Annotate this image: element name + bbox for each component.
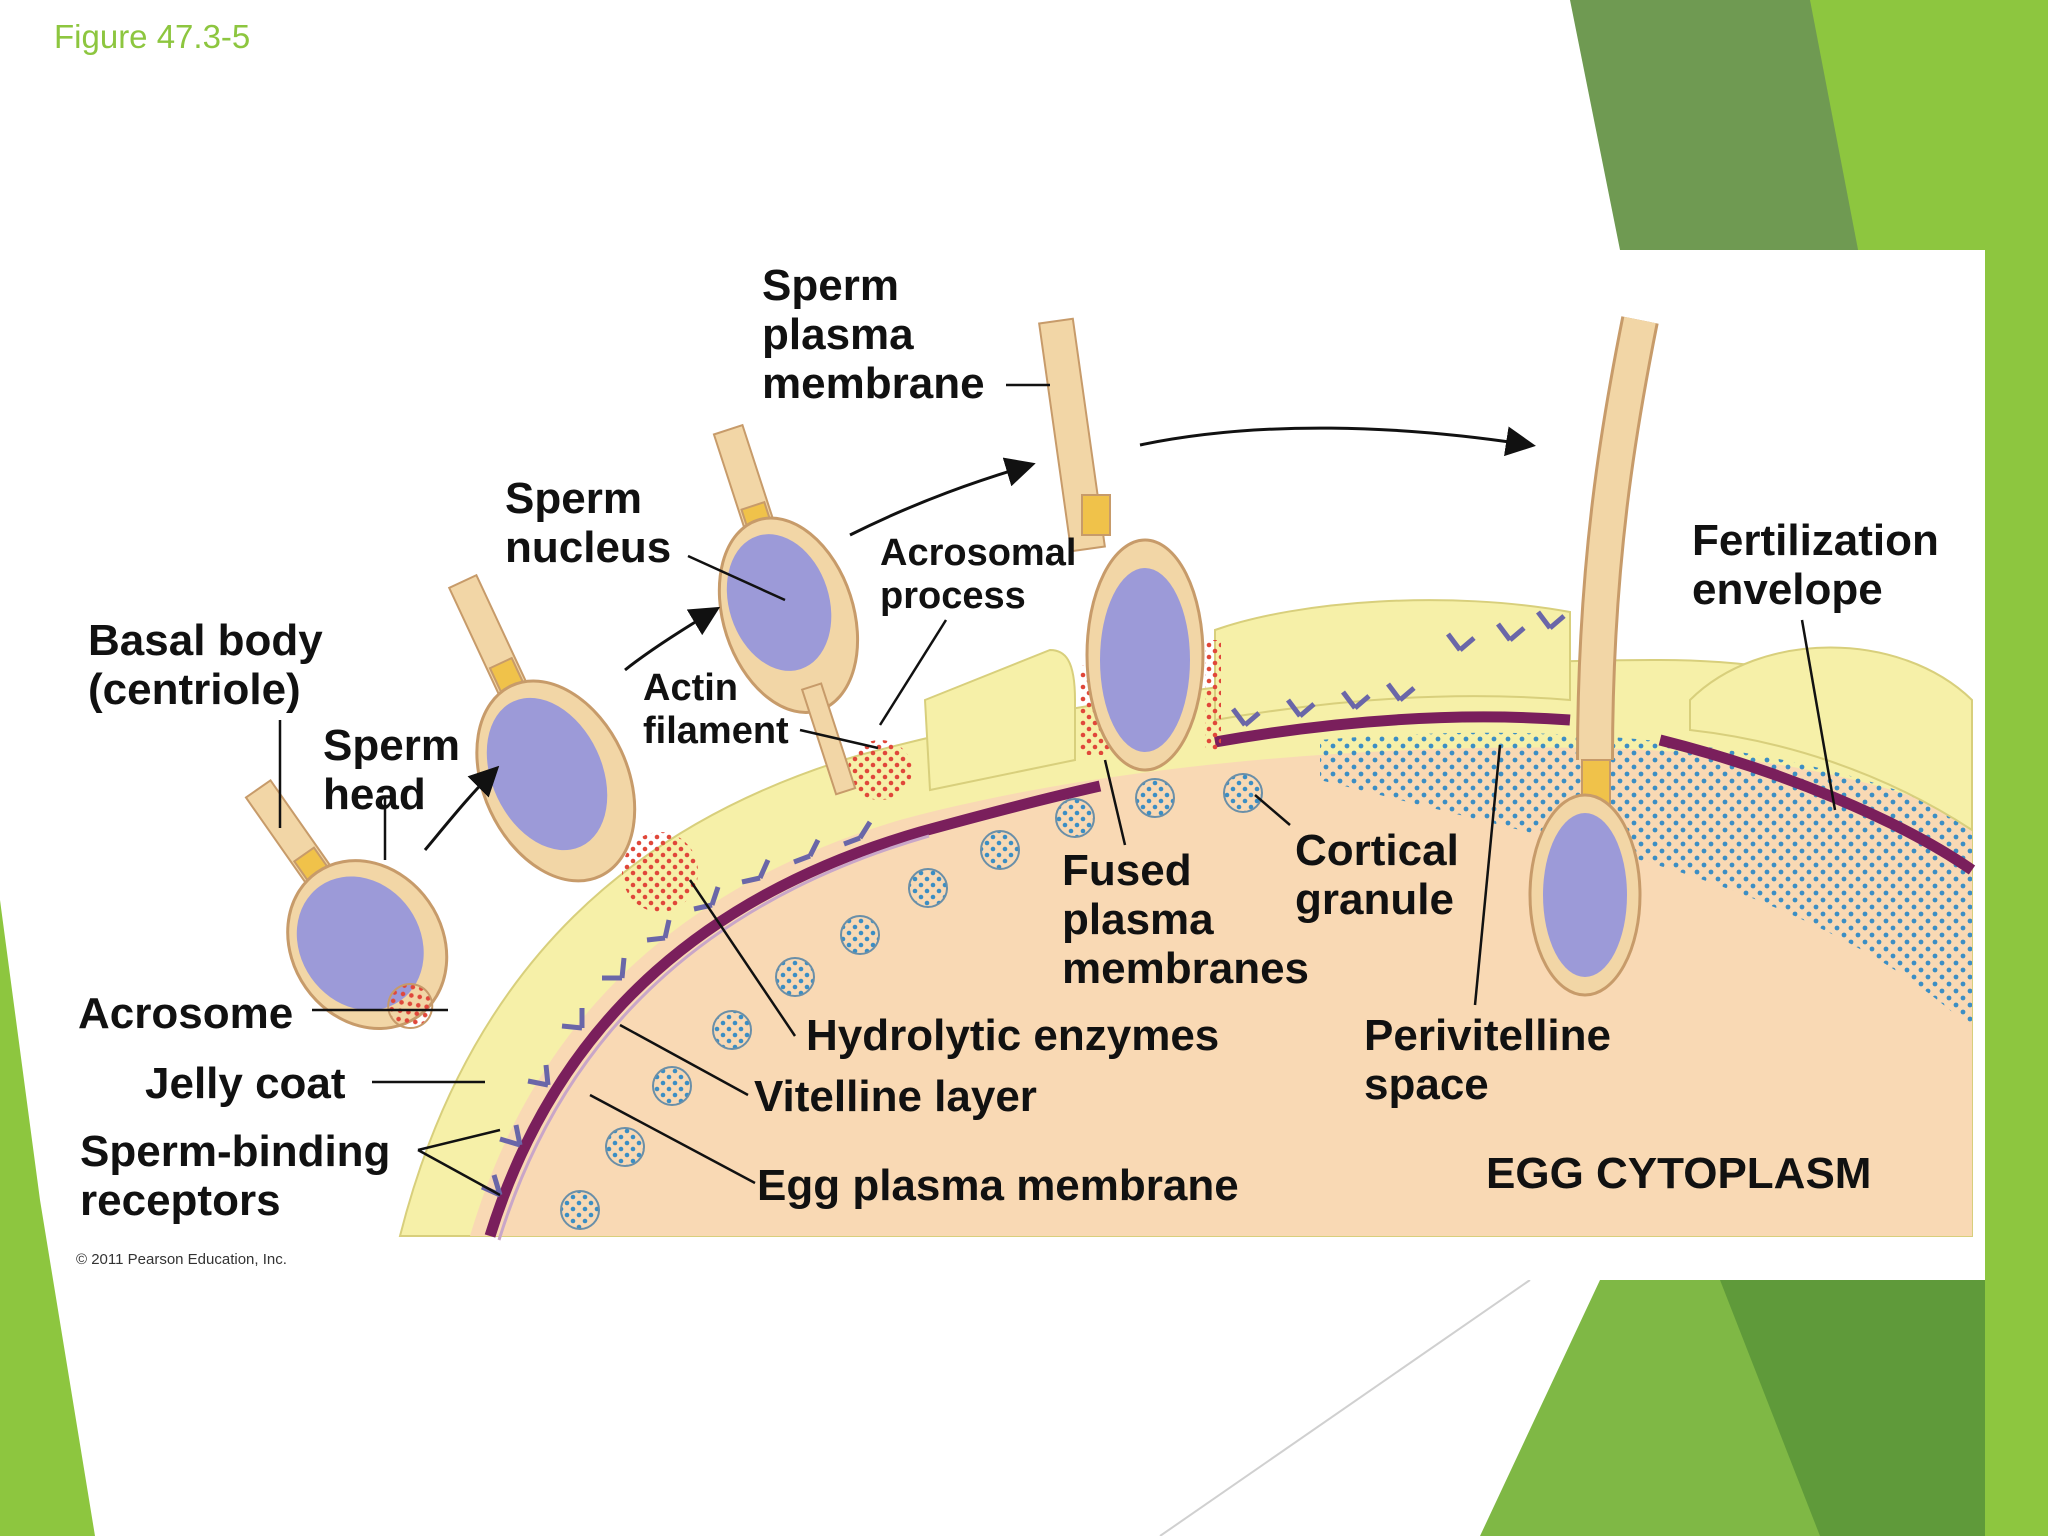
- label-egg-cytoplasm: EGG CYTOPLASM: [1486, 1149, 1871, 1198]
- copyright-notice: © 2011 Pearson Education, Inc.: [76, 1251, 287, 1268]
- egg-plasma-membrane: [497, 834, 930, 1241]
- fertilization-envelope-segment-1: [1214, 711, 1571, 748]
- label-basal-body-centriole: Basal body (centriole): [88, 616, 335, 714]
- label-fused-plasma-membranes: Fused plasma membranes: [1062, 846, 1309, 993]
- acrosome-1: [387, 983, 434, 1030]
- leader-lines: [278, 383, 1837, 1197]
- label-perivitelline-space: Perivitelline space: [1364, 1011, 1623, 1109]
- sperm-4: [1038, 317, 1205, 772]
- sperm-5: [1528, 316, 1659, 997]
- label-sperm-head: Sperm head: [323, 721, 472, 819]
- deco-line: [1159, 1279, 1531, 1536]
- jelly-coat-block-2: [1214, 599, 1571, 722]
- label-sperm-plasma-membrane: Sperm plasma membrane: [762, 261, 985, 408]
- label-sperm-nucleus: Sperm nucleus: [505, 474, 671, 572]
- label-jelly-coat: Jelly coat: [145, 1059, 346, 1108]
- label-vitelline-layer: Vitelline layer: [754, 1072, 1037, 1121]
- sperm-nucleus-1: [296, 876, 424, 1011]
- deco-shape-left: [0, 900, 95, 1536]
- deco-shape-bottom-right-dark: [1720, 1280, 1985, 1536]
- sperm-binding-receptors: [480, 610, 1566, 1198]
- label-egg-plasma-membrane: Egg plasma membrane: [757, 1161, 1239, 1210]
- deco-shape-right: [1985, 250, 2048, 1536]
- deco-shape-top-light: [1810, 0, 2048, 260]
- perivitelline-space: [1320, 732, 1972, 1030]
- sperm-2: [447, 573, 637, 883]
- label-hydrolytic-enzymes: Hydrolytic enzymes: [806, 1011, 1219, 1060]
- slide-title: Figure 47.3-5: [54, 18, 251, 55]
- label-cortical-granule: Cortical granule: [1295, 826, 1471, 924]
- label-sperm-binding-receptors: Sperm-binding receptors: [80, 1127, 403, 1225]
- jelly-coat-block-1: [923, 648, 1076, 792]
- label-acrosomal-process: Acrosomal process: [880, 532, 1087, 617]
- jelly-coat-block-3: [1689, 646, 1973, 832]
- motion-arrows: [423, 426, 1536, 851]
- sperm-3: [712, 423, 860, 796]
- cortical-granules: [560, 773, 1263, 1230]
- vitelline-layer: [484, 780, 1102, 1238]
- label-actin-filament: Actin filament: [643, 667, 789, 752]
- acrosomal-process: [800, 682, 857, 796]
- label-fertilization-envelope: Fertilization envelope: [1692, 516, 1951, 614]
- sperm-1: [244, 778, 449, 1031]
- label-acrosome: Acrosome: [78, 989, 293, 1038]
